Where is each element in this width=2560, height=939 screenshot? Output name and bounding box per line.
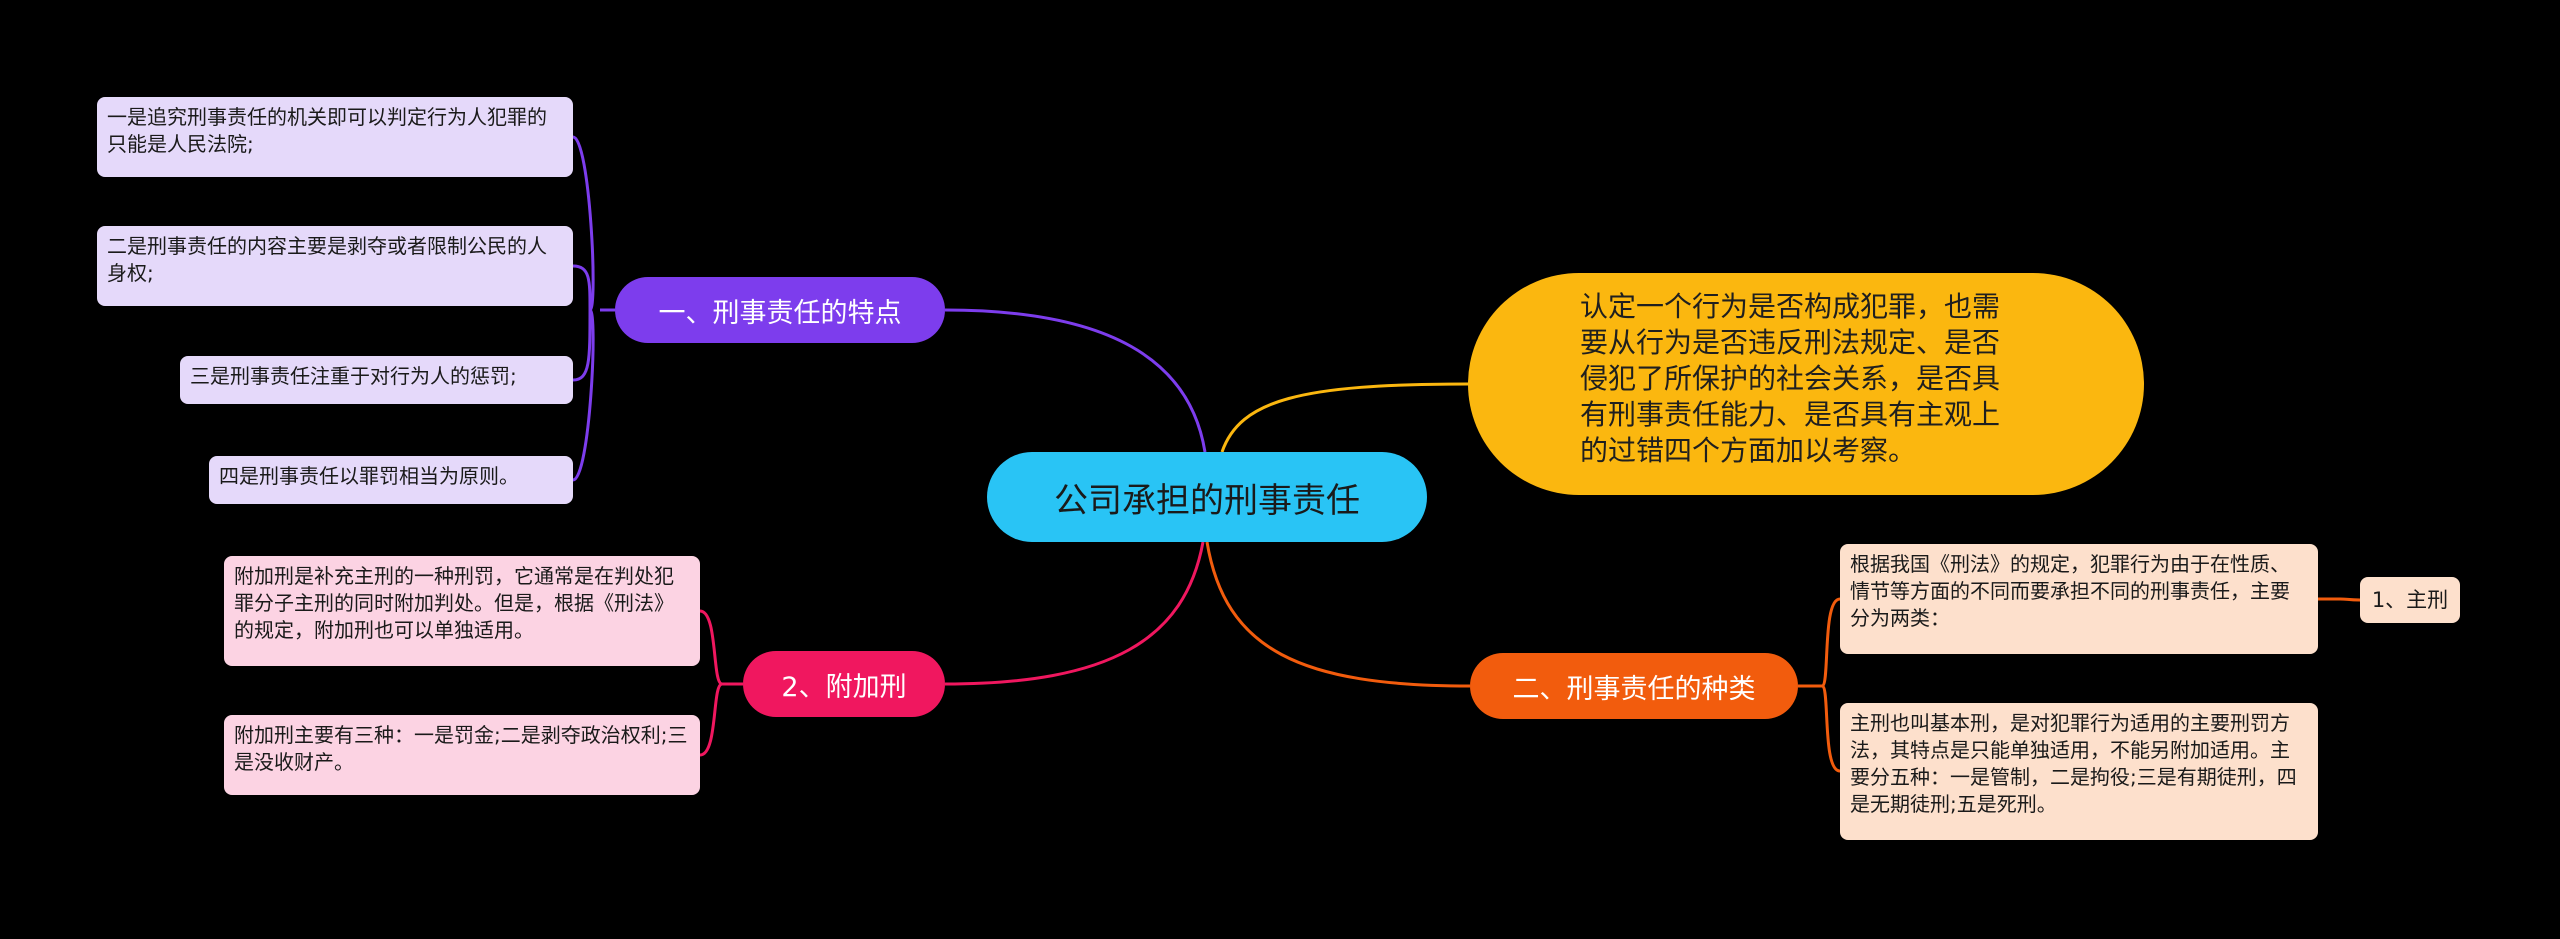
branch-rending[interactable]: 认定一个行为是否构成犯罪，也需要从行为是否违反刑法规定、是否侵犯了所保护的社会关…: [1468, 273, 2144, 495]
link-leaf-zhuxing: [2318, 597, 2361, 602]
link-center-tezheng: [944, 308, 1207, 453]
leaf-tezheng-3[interactable]: 三是刑事责任注重于对行为人的惩罚;: [180, 356, 573, 404]
link-tezheng-leaves: [572, 135, 615, 482]
leaf-tezheng-2[interactable]: 二是刑事责任的内容主要是剥夺或者限制公民的人身权;: [97, 226, 573, 306]
branch-fujiaxing[interactable]: 2、附加刑: [743, 651, 945, 717]
leaf-zhonglei-1[interactable]: 根据我国《刑法》的规定，犯罪行为由于在性质、情节等方面的不同而要承担不同的刑事责…: [1840, 544, 2318, 654]
leaf-fujiaxing-1[interactable]: 附加刑是补充主刑的一种刑罚，它通常是在判处犯罪分子主刑的同时附加判处。但是，根据…: [224, 556, 700, 666]
branch-tezheng[interactable]: 一、刑事责任的特点: [615, 277, 945, 343]
leaf-tezheng-1[interactable]: 一是追究刑事责任的机关即可以判定行为人犯罪的只能是人民法院;: [97, 97, 573, 177]
link-center-fujiaxing: [944, 541, 1205, 686]
link-fujiaxing-leaves: [699, 609, 743, 757]
link-zhonglei-leaves: [1798, 597, 1841, 773]
leaf-zhonglei-2[interactable]: 主刑也叫基本刑，是对犯罪行为适用的主要刑罚方法，其特点是只能单独适用，不能另附加…: [1840, 703, 2318, 840]
link-center-rending: [1220, 382, 1469, 453]
leaf-zhuxing[interactable]: 1、主刑: [2360, 577, 2460, 623]
leaf-tezheng-4[interactable]: 四是刑事责任以罪罚相当为原则。: [209, 456, 573, 504]
central-topic[interactable]: 公司承担的刑事责任: [987, 452, 1427, 542]
leaf-fujiaxing-2[interactable]: 附加刑主要有三种：一是罚金;二是剥夺政治权利;三是没收财产。: [224, 715, 700, 795]
branch-zhonglei[interactable]: 二、刑事责任的种类: [1470, 653, 1798, 719]
link-center-zhonglei: [1205, 541, 1471, 688]
